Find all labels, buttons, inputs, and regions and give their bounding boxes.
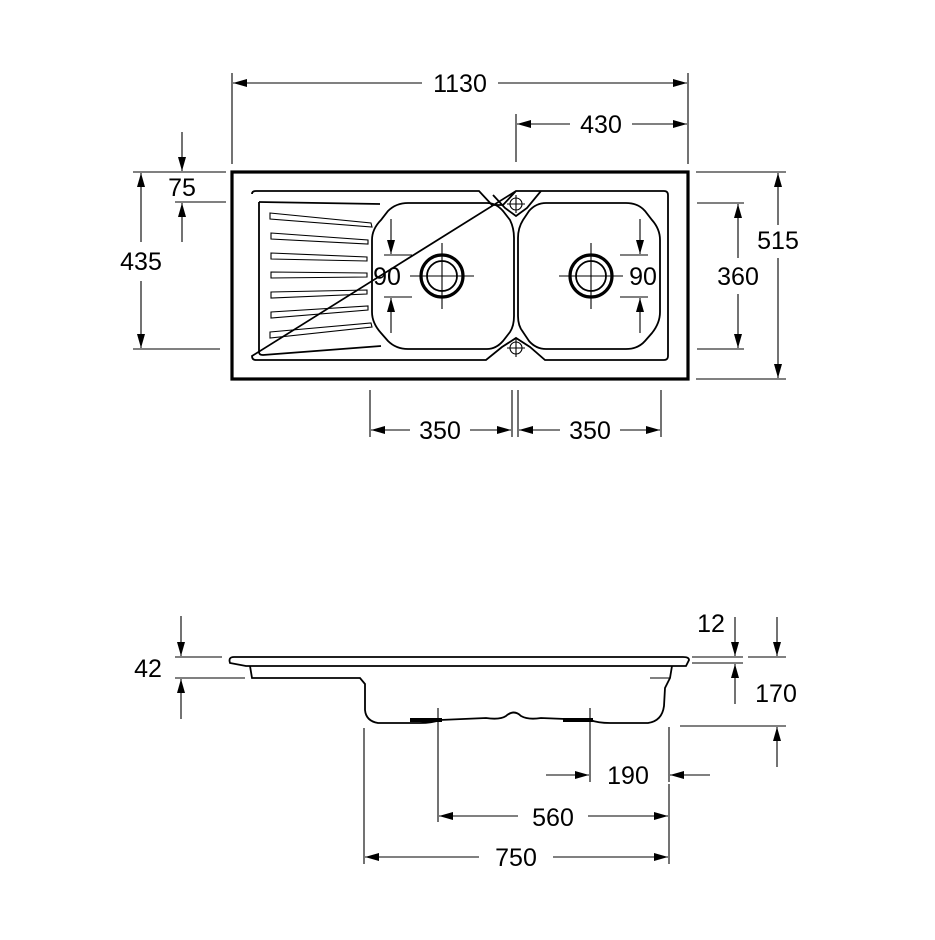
sink-rim-profile [228,656,690,667]
right-waste-icon [559,243,623,309]
tap-hole-top-icon [507,195,525,213]
drainer-groove [270,271,368,279]
dim-label: 515 [757,227,799,255]
dim-label: 1130 [433,70,487,98]
bowl-profile [249,665,673,724]
dim-label: 435 [120,248,162,276]
plan-view: 1130 430 75 435 [120,70,799,445]
dimension-bowl-height: 170 [680,617,797,767]
dim-label: 42 [134,655,162,683]
right-waste-outlet [563,718,593,722]
right-bowl [517,202,661,350]
dimension-overall-depth: 515 [696,171,799,380]
drainer-groove [270,252,368,262]
dim-label: 350 [419,417,461,445]
dimension-right-waste: 90 [620,219,657,333]
dim-label: 90 [629,263,657,291]
dim-label: 430 [580,111,622,139]
drainer-groove [269,322,373,339]
dim-label: 190 [607,762,649,790]
left-waste-icon [410,243,474,309]
left-waste-outlet [410,718,442,722]
dimension-waste-offset: 190 [546,708,710,790]
dimension-overall-width: 1130 [231,70,689,164]
left-bowl [371,202,515,350]
dim-label: 170 [755,680,797,708]
dimension-bowl-tap-width: 430 [515,111,687,162]
drainer-groove [270,232,369,245]
dim-label: 560 [532,804,574,832]
side-view: 42 12 170 190 [134,610,797,872]
dimension-rim-thickness: 12 [692,610,743,704]
dimension-bowl-span: 750 [363,728,670,872]
drainer-board [258,201,382,356]
drainer-top [258,201,381,205]
dimension-rim-height: 42 [134,616,245,719]
inner-rim-outline [251,190,669,361]
tap-hole-bottom-icon [507,339,525,357]
drainer-edge [258,202,382,356]
drainer-groove [270,305,369,319]
dimension-right-bowl-width: 350 [517,390,662,445]
dimension-waste-spacing: 560 [437,708,668,832]
dim-label: 75 [168,174,196,202]
dimension-left-height: 435 [120,171,220,350]
dim-label: 360 [717,263,759,291]
dimension-top-offset: 75 [168,132,226,242]
sink-outline [230,170,690,381]
dim-label: 750 [495,844,537,872]
dim-label: 12 [697,610,725,638]
dim-label: 90 [373,263,401,291]
dimension-left-waste: 90 [373,219,412,333]
dimension-bowl-depth: 360 [697,202,759,350]
dim-label: 350 [569,417,611,445]
drainer-groove [270,289,368,299]
drainer-groove [269,212,373,228]
dimension-left-bowl-width: 350 [369,390,513,445]
